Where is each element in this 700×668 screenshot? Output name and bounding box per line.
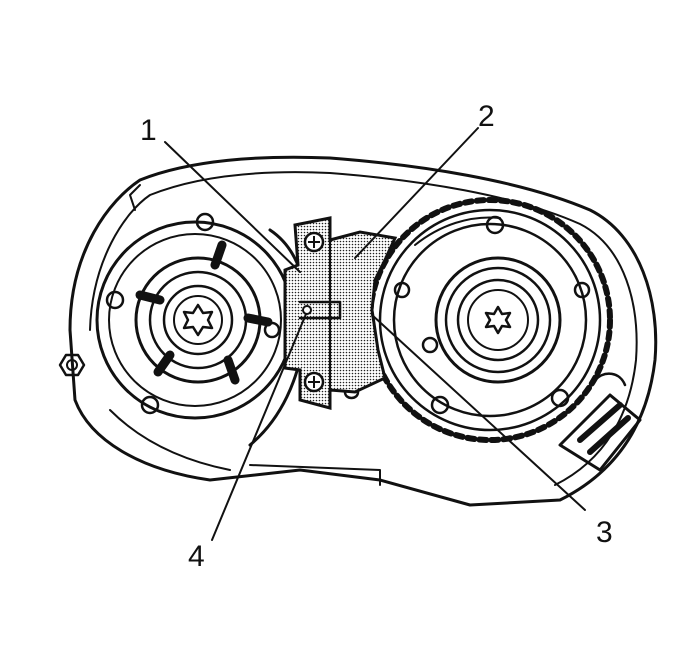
callout-label-2: 2 xyxy=(478,100,495,133)
leader-2 xyxy=(354,127,479,259)
callout-labels: 1 2 3 4 xyxy=(140,100,613,573)
callout-label-1: 1 xyxy=(140,114,157,147)
callout-leaders xyxy=(164,127,586,541)
torx-bolt-right-icon xyxy=(484,305,512,335)
sensor-connector xyxy=(558,372,642,472)
tool-bolt-bottom xyxy=(303,371,325,393)
callout-label-4: 4 xyxy=(188,540,205,573)
housing-bolt-left xyxy=(58,353,86,377)
alignment-pin xyxy=(302,305,312,315)
tool-bolt-top xyxy=(303,231,325,253)
camshaft-locking-tool xyxy=(283,216,398,410)
sprocket-bolts xyxy=(393,215,591,415)
callout-label-3: 3 xyxy=(596,516,613,549)
torx-bolt-left-icon xyxy=(182,303,214,337)
phaser-bolts xyxy=(105,212,281,415)
right-camshaft-sprocket xyxy=(367,197,613,443)
leader-4 xyxy=(211,313,307,541)
leader-3 xyxy=(371,314,586,511)
timing-cover-housing xyxy=(68,155,658,507)
left-camshaft-assembly xyxy=(95,212,308,447)
leader-1 xyxy=(164,141,301,273)
